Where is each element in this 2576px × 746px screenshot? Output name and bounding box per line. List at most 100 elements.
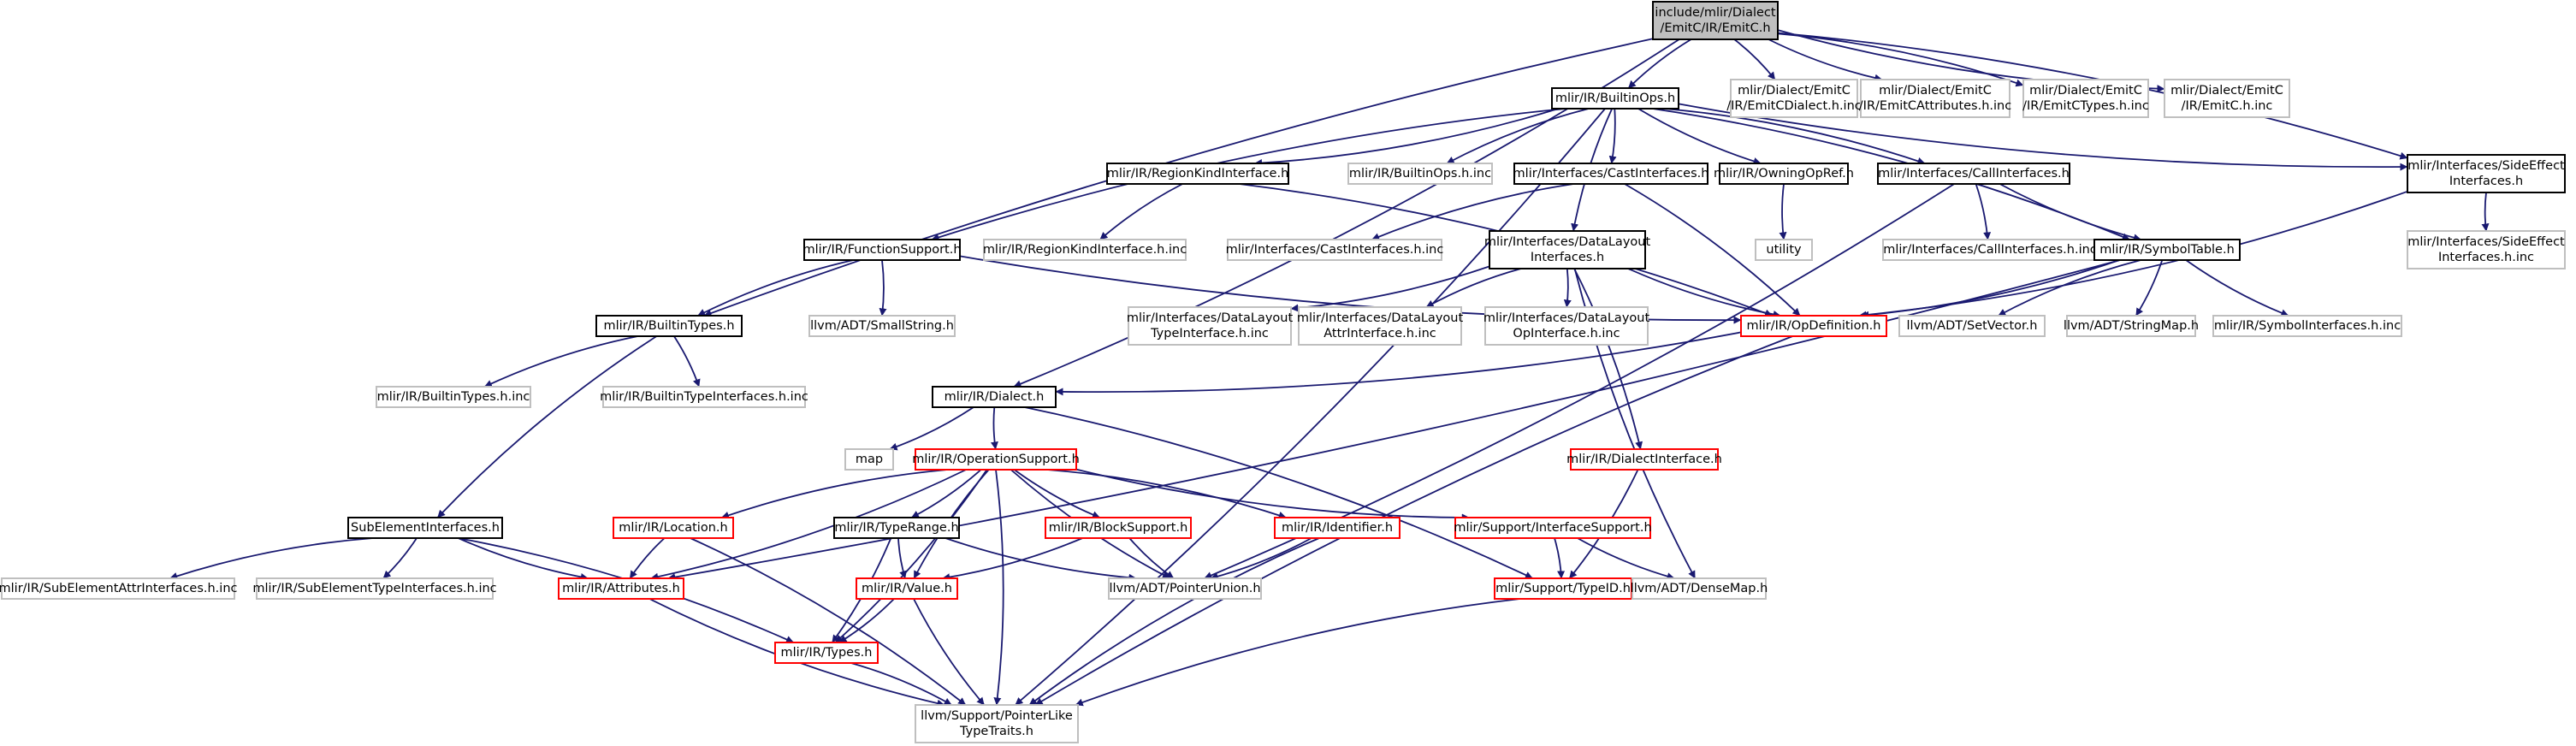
edge-interfacesupport_h-to-typeid_h [1554,537,1566,579]
node-typeid_h[interactable]: mlir/Support/TypeID.h [1494,577,1632,600]
node-dl_typeinterface_inc: mlir/Interfaces/DataLayoutTypeInterface.… [1127,306,1294,346]
node-box-emitcdialect_inc [1730,79,1858,118]
edge-operationsupport_h-to-attributes_h [650,469,967,581]
edge-emitc_h-to-builtinops_h [1627,38,1692,89]
edge-emitc_h-to-emitctypes_inc [1777,33,2024,87]
edge-dialect_h-to-typeid_h [1024,406,1533,579]
node-owningopref_h[interactable]: mlir/IR/OwningOpRef.h [1714,163,1854,185]
edge-operationsupport_h-to-identifier_h [1046,469,1287,519]
node-value_h[interactable]: mlir/IR/Value.h [856,577,958,600]
node-box-subelementinterfaces_h [347,517,503,539]
node-subelementinterfaces_h[interactable]: SubElementInterfaces.h [347,517,503,539]
node-builtintypes_h[interactable]: mlir/IR/BuiltinTypes.h [595,315,743,337]
edge-operationsupport_h-to-interfacesupport_h [1075,468,1470,522]
node-box-typeid_h [1494,577,1632,600]
node-label-regionkind_h-line-0: mlir/IR/RegionKindInterface.h [1107,167,1289,181]
node-label-callinterfaces_h-line-0: mlir/Interfaces/CallInterfaces.h [1878,167,2070,181]
node-box-builtintypes_h [595,315,743,337]
node-regionkind_h[interactable]: mlir/IR/RegionKindInterface.h [1106,163,1289,185]
edge-identifier_h-to-pointerunion_h [1210,537,1312,581]
node-label-map-line-0: map [856,453,883,466]
edge-dialect_h-to-map [889,406,974,451]
edge-subelementinterfaces_h-to-attributes_h [458,537,589,581]
edge-blocksupport_h-to-pointerunion_h [1128,537,1175,579]
node-types_h[interactable]: mlir/IR/Types.h [774,642,879,664]
node-box-regionkind_inc [983,239,1187,261]
node-smallstring_h: llvm/ADT/SmallString.h [808,315,956,337]
node-label-datalayout_h-line-1: Interfaces.h [1531,251,1604,264]
node-emitc_inc: mlir/Dialect/EmitC/IR/EmitC.h.inc [2164,79,2290,118]
node-label-dl_attrinterface_inc-line-1: AttrInterface.h.inc [1324,327,1436,340]
node-operationsupport_h[interactable]: mlir/IR/OperationSupport.h [912,448,1080,471]
node-builtinops_h[interactable]: mlir/IR/BuiltinOps.h [1551,87,1679,110]
node-opdefinition_h[interactable]: mlir/IR/OpDefinition.h [1740,315,1887,337]
node-label-attributes_h-line-0: mlir/IR/Attributes.h [562,582,680,595]
node-label-utility-line-0: utility [1766,243,1802,257]
node-builtintypes_inc: mlir/IR/BuiltinTypes.h.inc [376,386,531,408]
edge-builtintypes_h-to-builtintypes_inc [483,335,638,388]
node-label-dl_typeinterface_inc-line-0: mlir/Interfaces/DataLayout [1127,311,1294,325]
node-interfacesupport_h[interactable]: mlir/Support/InterfaceSupport.h [1454,517,1652,539]
node-location_h[interactable]: mlir/IR/Location.h [613,517,734,539]
node-label-pointerliketypetraits_h-line-0: llvm/Support/PointerLike [921,709,1073,723]
node-label-types_h-line-0: mlir/IR/Types.h [781,646,873,660]
node-label-sideeffect_inc-line-0: mlir/Interfaces/SideEffect [2407,235,2565,249]
node-label-emitcattributes_inc-line-1: /IR/EmitCAttributes.h.inc [1859,99,2011,113]
node-functionsupport_h[interactable]: mlir/IR/FunctionSupport.h [802,239,962,261]
node-emitc_h[interactable]: include/mlir/Dialect/EmitC/IR/EmitC.h [1652,1,1779,40]
edge-emitc_h-to-emitcattributes_inc [1768,38,1883,82]
node-box-callinterfaces_inc [1882,239,2098,261]
node-emitcattributes_inc: mlir/Dialect/EmitC/IR/EmitCAttributes.h.… [1859,79,2011,118]
node-box-emitc_inc [2164,79,2290,118]
node-box-map [844,448,894,471]
node-box-sideeffect_h [2407,154,2566,193]
node-stringmap_h: llvm/ADT/StringMap.h [2064,315,2199,337]
node-symboltable_h[interactable]: mlir/IR/SymbolTable.h [2093,239,2241,261]
edge-operationsupport_h-to-pointerliketypetraits_h [993,469,1004,706]
edge-typerange_h-to-pointerunion_h [945,537,1137,582]
node-identifier_h[interactable]: mlir/IR/Identifier.h [1274,517,1401,539]
edge-builtinops_h-to-castinterfaces_h [1608,108,1617,164]
edge-callinterfaces_h-to-symboltable_h [1999,183,2141,242]
node-dialectinterface_h[interactable]: mlir/IR/DialectInterface.h [1566,448,1722,471]
edge-datalayout_h-to-dl_typeinterface_inc [1290,265,1490,312]
node-label-datalayout_h-line-0: mlir/Interfaces/DataLayout [1484,235,1651,249]
node-box-utility [1755,239,1813,261]
node-attributes_h[interactable]: mlir/IR/Attributes.h [558,577,684,600]
node-typerange_h[interactable]: mlir/IR/TypeRange.h [833,517,960,539]
edge-builtinops_h-to-callinterfaces_h [1664,108,1926,165]
node-label-dialectinterface_h-line-0: mlir/IR/DialectInterface.h [1566,453,1722,466]
node-pointerunion_h: llvm/ADT/PointerUnion.h [1108,577,1262,600]
edge-interfacesupport_h-to-densemap_h [1577,537,1675,581]
node-label-functionsupport_h-line-0: mlir/IR/FunctionSupport.h [802,243,961,257]
node-castinterfaces_h[interactable]: mlir/Interfaces/CastInterfaces.h [1513,163,1709,185]
node-blocksupport_h[interactable]: mlir/IR/BlockSupport.h [1045,517,1192,539]
edge-datalayout_h-to-dl_opinterface_inc [1563,268,1572,308]
edge-symboltable_h-to-opdefinition_h [1861,259,2120,319]
edge-typerange_h-to-value_h [897,537,907,579]
node-label-dl_typeinterface_inc-line-1: TypeInterface.h.inc [1150,327,1269,340]
edge-value_h-to-pointerliketypetraits_h [913,598,986,706]
node-label-dl_attrinterface_inc-line-0: mlir/Interfaces/DataLayout [1297,311,1464,325]
edge-castinterfaces_h-to-castinterfaces_inc [1371,183,1574,240]
node-label-dl_opinterface_inc-line-1: OpInterface.h.inc [1513,327,1620,340]
node-sideeffect_inc: mlir/Interfaces/SideEffectInterfaces.h.i… [2407,230,2566,269]
node-callinterfaces_inc: mlir/Interfaces/CallInterfaces.h.inc [1882,239,2098,261]
node-box-setvector_h [1898,315,2046,337]
node-box-castinterfaces_h [1513,163,1708,185]
node-label-builtintypes_h-line-0: mlir/IR/BuiltinTypes.h [603,319,734,333]
edge-value_h-to-types_h [838,598,895,643]
node-label-emitc_inc-line-0: mlir/Dialect/EmitC [2170,84,2283,98]
node-label-sideeffect_h-line-1: Interfaces.h [2449,175,2523,188]
node-label-operationsupport_h-line-0: mlir/IR/OperationSupport.h [912,453,1080,466]
node-label-regionkind_inc-line-0: mlir/IR/RegionKindInterface.h.inc [983,243,1187,257]
node-castinterfaces_inc: mlir/Interfaces/CastInterfaces.h.inc [1226,239,1443,261]
node-dialect_h[interactable]: mlir/IR/Dialect.h [932,386,1057,408]
node-label-dl_opinterface_inc-line-0: mlir/Interfaces/DataLayout [1483,311,1650,325]
node-callinterfaces_h[interactable]: mlir/Interfaces/CallInterfaces.h [1877,163,2070,185]
node-box-symboltable_h [2093,239,2241,261]
node-emitctypes_inc: mlir/Dialect/EmitC/IR/EmitCTypes.h.inc [2022,79,2149,118]
node-label-typerange_h-line-0: mlir/IR/TypeRange.h [834,521,958,535]
